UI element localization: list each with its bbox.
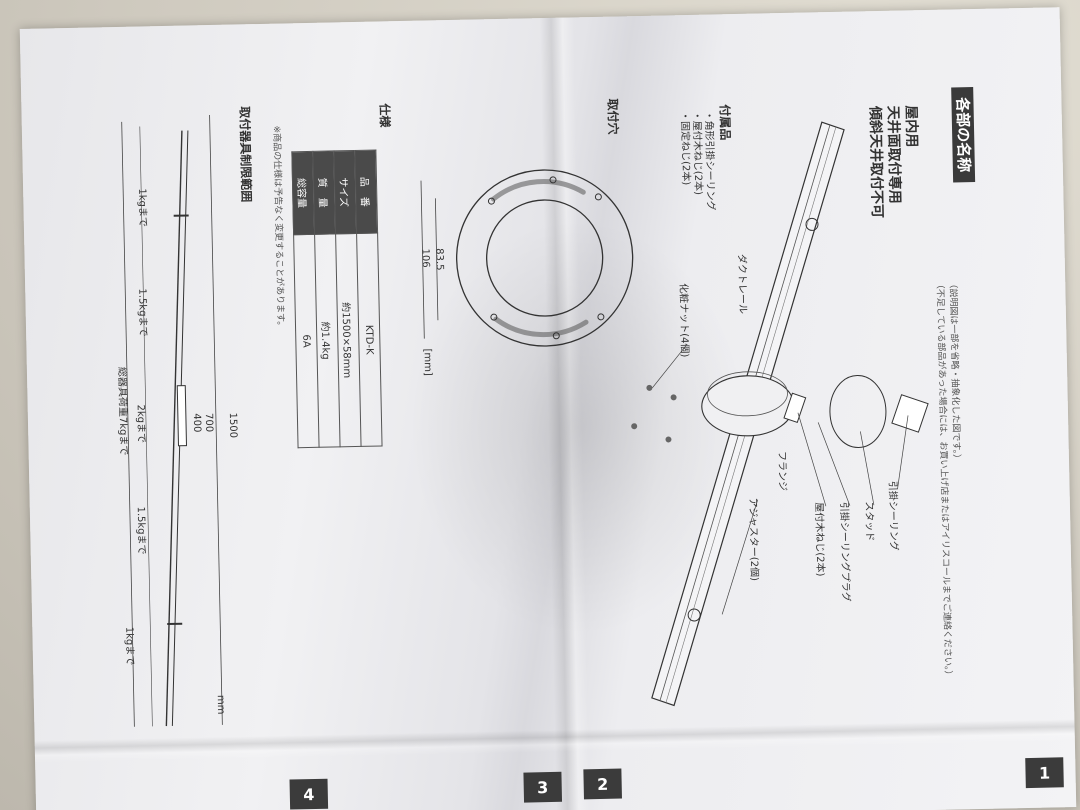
leader-lines	[652, 344, 909, 615]
diagram-layer	[121, 115, 929, 727]
flange-drawing	[701, 371, 795, 437]
instruction-sheet: 各部の名称 （説明図は一部を省略・抽象化した図です。） （不足している部品があっ…	[19, 7, 1077, 810]
page-tab-3: 3	[523, 771, 563, 803]
page-tab-1: 1	[1025, 757, 1064, 789]
mounting-plate-drawing	[420, 169, 634, 347]
limit-diagram	[121, 115, 223, 727]
page-tab-2: 2	[583, 768, 622, 800]
ceiling-plate-drawing	[783, 375, 929, 449]
page-tab-4: 4	[289, 778, 329, 810]
cover-nuts	[631, 384, 677, 443]
